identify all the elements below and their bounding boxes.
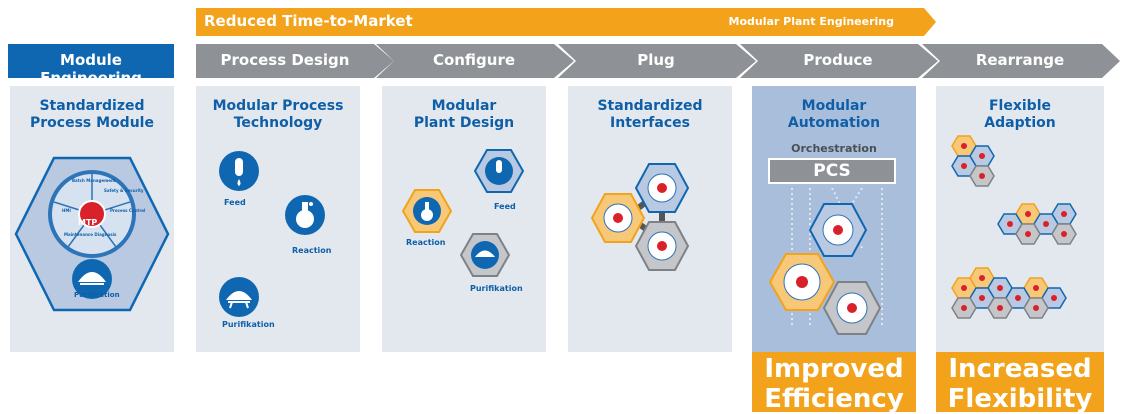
step-module-engineering-label: Module Engineering	[40, 51, 142, 87]
improved-efficiency-box: Improved Efficiency	[752, 352, 916, 414]
panel-title-line1: Standardized	[597, 98, 703, 114]
orchestration-label: Orchestration	[791, 142, 877, 155]
panel-title-line2: Technology	[233, 115, 323, 131]
configure-purification-label: Purifikation	[470, 284, 523, 293]
panel-title-line1: Standardized	[39, 98, 145, 114]
panel-plug: Standardized Interfaces	[568, 86, 732, 352]
feed-label: Feed	[224, 198, 246, 207]
purification-hexagon	[460, 233, 510, 277]
panel-rearrange: Flexible Adaption	[936, 86, 1104, 352]
plugged-modules-graphic	[590, 163, 690, 271]
step-produce: Produce	[740, 44, 938, 78]
configure-feed-label: Feed	[494, 202, 516, 211]
time-to-market-banner: Reduced Time-to-Market Modular Plant Eng…	[196, 8, 936, 36]
improved-efficiency-line2: Efficiency	[764, 384, 904, 414]
reaction-icon	[285, 195, 325, 235]
step-plug-label: Plug	[637, 51, 675, 69]
pcs-box: PCS	[768, 158, 896, 184]
step-configure: Configure	[376, 44, 574, 78]
purification-label: Purifikation	[222, 320, 275, 329]
segment-maintenance-diagnosis: Maintenance Diagnosis	[64, 232, 117, 237]
process-module-hexagon	[14, 156, 170, 312]
reaction-hexagon	[402, 189, 452, 233]
panel-configure: Modular Plant Design Feed Reaction Purif…	[382, 86, 546, 352]
step-configure-label: Configure	[432, 51, 516, 69]
increased-flexibility-box: Increased Flexibility	[936, 352, 1104, 414]
rearranged-modules-graphic	[951, 135, 1077, 319]
panel-module-engineering: Standardized Process Module MTP Batch Ma…	[10, 86, 174, 352]
step-produce-label: Produce	[803, 51, 873, 69]
reaction-label: Reaction	[292, 246, 332, 255]
step-plug: Plug	[558, 44, 756, 78]
panel-title-line2: Plant Design	[413, 115, 515, 131]
panel-process-design: Modular Process Technology Feed Reaction…	[196, 86, 360, 352]
step-process-design: Process Design	[196, 44, 394, 78]
increased-flexibility-line1: Increased	[948, 354, 1092, 384]
segment-safety-security: Safety & Security	[104, 188, 144, 193]
purification-icon	[219, 277, 259, 317]
panel-title-line2: Automation	[787, 115, 881, 131]
step-module-engineering: Module Engineering	[8, 44, 174, 87]
step-process-design-label: Process Design	[220, 51, 350, 69]
segment-hmi: HMI	[62, 208, 71, 213]
increased-flexibility-line2: Flexibility	[947, 384, 1093, 414]
panel-title-line1: Modular	[431, 98, 497, 114]
segment-batch-management: Batch Management	[72, 178, 116, 183]
segment-process-control: Process Control	[110, 208, 146, 213]
banner-subtitle: Modular Plant Engineering	[728, 15, 894, 28]
step-rearrange: Rearrange	[922, 44, 1120, 78]
panel-title-line2: Process Module	[30, 115, 154, 131]
configure-reaction-label: Reaction	[406, 238, 446, 247]
feed-hexagon	[474, 149, 524, 193]
feed-icon	[219, 151, 259, 191]
step-rearrange-label: Rearrange	[975, 51, 1065, 69]
improved-efficiency-line1: Improved	[764, 354, 904, 384]
panel-title-line1: Flexible	[988, 98, 1051, 114]
panel-produce: Modular Automation Orchestration PCS	[752, 86, 916, 352]
banner-title: Reduced Time-to-Market	[204, 12, 413, 30]
automation-modules-graphic	[768, 188, 883, 335]
banner-arrow-shape	[196, 8, 936, 36]
panel-title-line1: Modular	[801, 98, 867, 114]
module-purification-label: Purification	[74, 291, 120, 299]
panel-title-line2: Adaption	[984, 115, 1056, 131]
module-mtp-label: MTP	[78, 218, 98, 227]
panel-title-line2: Interfaces	[610, 115, 690, 131]
panel-title-line1: Modular Process	[212, 98, 344, 114]
